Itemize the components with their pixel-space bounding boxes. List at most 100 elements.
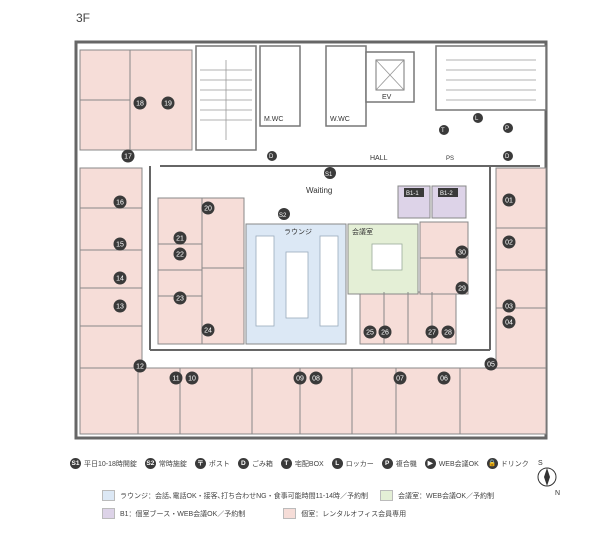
room-badge-07: 07 [393, 371, 407, 385]
room-number: 09 [296, 376, 304, 383]
room-badge-20: 20 [201, 201, 215, 215]
drink-icon: 🔒 [486, 458, 498, 469]
stairs-east-lines [446, 59, 536, 101]
room-number: 29 [458, 286, 466, 293]
room-badge-01: 01 [502, 193, 516, 207]
room-number: 03 [505, 304, 513, 311]
mens-wc-label: M.WC [264, 116, 283, 123]
room-number: 13 [116, 304, 124, 311]
room-number: 30 [458, 250, 466, 257]
hall-label: HALL [370, 155, 388, 162]
office-block-e [495, 167, 547, 369]
elevator-label: EV [382, 94, 392, 101]
room-number: 18 [136, 101, 144, 108]
room-badge-30: 30 [455, 245, 469, 259]
floor-label: 3F [76, 11, 91, 25]
room-badge-04: 04 [502, 315, 516, 329]
locker-badge: L [475, 116, 479, 122]
room-number: 23 [176, 296, 184, 303]
room-badge-06: 06 [437, 371, 451, 385]
room-badge-28: 28 [441, 325, 455, 339]
legend-item-web-meeting: ▶WEB会議OK [424, 458, 479, 469]
room-number: 01 [505, 198, 513, 205]
room-badge-24: 24 [201, 323, 215, 337]
trash-badge-2: D [505, 154, 510, 160]
stairs-west-lines [200, 60, 252, 140]
room-number: 04 [505, 320, 513, 327]
room-number: 06 [440, 376, 448, 383]
room-badge-02: 02 [502, 235, 516, 249]
ps-label: PS [446, 156, 454, 162]
legend-row-booth: B1：個室ブース・WEB会議OK／予約制 個室：レンタルオフィス会員専用 [102, 508, 414, 519]
trash-badge-1: D [269, 154, 274, 160]
room-badge-10: 10 [185, 371, 199, 385]
compass: S N [537, 460, 560, 497]
room-badge-11: 11 [169, 371, 183, 385]
room-badge-21: 21 [173, 231, 187, 245]
mens-wc [259, 45, 301, 127]
s2-badge: S2 [279, 213, 287, 219]
room-number: 15 [116, 242, 124, 249]
meeting-table [371, 243, 403, 271]
room-number: 26 [381, 330, 389, 337]
elevator-car [375, 59, 405, 91]
room-number: 17 [124, 154, 132, 161]
womens-wc [325, 45, 367, 127]
room-number: 16 [116, 200, 124, 207]
video-camera-icon: ▶ [424, 458, 436, 469]
room-badge-23: 23 [173, 291, 187, 305]
room-number: 10 [188, 376, 196, 383]
compass-s: S [538, 460, 543, 467]
room-number: 05 [487, 362, 495, 369]
legend-item-private: 個室：レンタルオフィス会員専用 [283, 508, 406, 519]
room-badge-14: 14 [113, 271, 127, 285]
room-badge-22: 22 [173, 247, 187, 261]
waiting-label: Waiting [306, 186, 332, 195]
booth-b1-2-badge [438, 188, 458, 197]
booth-b1-1-badge [404, 188, 424, 197]
room-badge-09: 09 [293, 371, 307, 385]
service-badges: S1 S2 D D T L P [267, 113, 513, 220]
s1-badge: S1 [325, 172, 333, 178]
room-badge-15: 15 [113, 237, 127, 251]
room-badge-08: 08 [309, 371, 323, 385]
legend-item-post: 〒ポスト [194, 458, 230, 469]
room-number: 02 [505, 240, 513, 247]
legend-item-booth: B1：個室ブース・WEB会議OK／予約制 [102, 508, 245, 519]
room-badge-16: 16 [113, 195, 127, 209]
lounge-label: ラウンジ [284, 228, 312, 236]
room-number: 22 [176, 252, 184, 259]
delivery-badge: T [441, 128, 445, 134]
room-number: 14 [116, 276, 124, 283]
office-block-w [79, 167, 143, 369]
room-badge-29: 29 [455, 281, 469, 295]
room-number: 07 [396, 376, 404, 383]
room-badge-25: 25 [363, 325, 377, 339]
stairwell-east [435, 45, 547, 111]
womens-wc-label: W.WC [330, 116, 350, 123]
room-badge-12: 12 [133, 359, 147, 373]
room-badge-27: 27 [425, 325, 439, 339]
printer-badge: P [505, 126, 509, 132]
room-badge-18: 18 [133, 96, 147, 110]
booth-b1-1-label: B1-1 [406, 191, 419, 197]
meeting-room-label: 会議室 [352, 227, 373, 236]
room-number: 25 [366, 330, 374, 337]
legend-item-drink: 🔒ドリンク [486, 458, 529, 469]
booth-b1-2-label: B1-2 [440, 191, 453, 197]
compass-n: N [555, 490, 560, 497]
office-block-inner-w [157, 197, 245, 345]
room-badge-19: 19 [161, 96, 175, 110]
room-number: 24 [204, 328, 212, 335]
room-number: 21 [176, 236, 184, 243]
room-number: 28 [444, 330, 452, 337]
room-badge-17: 17 [121, 149, 135, 163]
